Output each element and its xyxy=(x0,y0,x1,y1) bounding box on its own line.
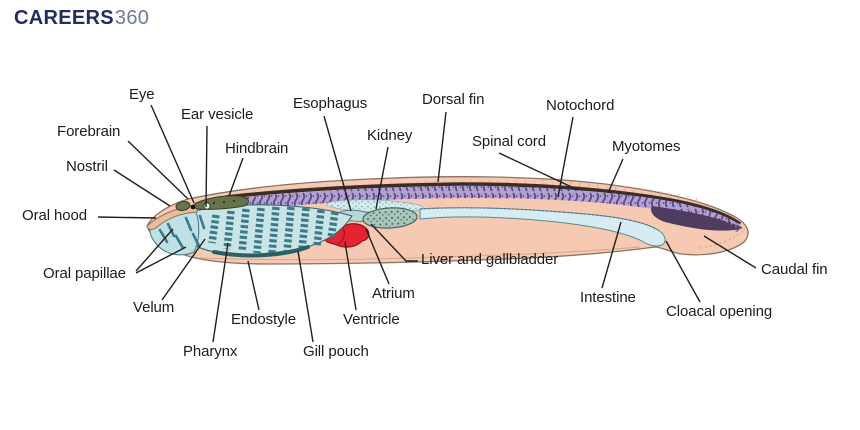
label-intestine: Intestine xyxy=(580,289,636,306)
label-ventricle: Ventricle xyxy=(343,311,400,328)
label-atrium: Atrium xyxy=(372,285,415,302)
label-oral-hood: Oral hood xyxy=(22,207,87,224)
logo-text-360: 360 xyxy=(114,7,150,29)
label-pharynx: Pharynx xyxy=(183,343,238,360)
label-kidney: Kidney xyxy=(367,127,413,144)
label-gill-pouch: Gill pouch xyxy=(303,343,369,360)
label-eye: Eye xyxy=(129,86,155,103)
label-velum: Velum xyxy=(133,299,175,316)
label-caudal-fin: Caudal fin xyxy=(761,261,828,278)
label-myotomes: Myotomes xyxy=(612,138,681,155)
label-notochord: Notochord xyxy=(546,97,615,114)
label-spinal-cord: Spinal cord xyxy=(472,133,546,150)
label-nostril: Nostril xyxy=(66,158,108,175)
label-ear-vesicle: Ear vesicle xyxy=(181,106,254,123)
label-forebrain: Forebrain xyxy=(57,123,121,140)
label-esophagus: Esophagus xyxy=(293,95,368,112)
label-hindbrain: Hindbrain xyxy=(225,140,289,157)
label-cloacal-opening: Cloacal opening xyxy=(666,303,773,320)
logo-text-careers: CAREERS xyxy=(14,7,114,29)
label-liver: Liver and gallbladder xyxy=(421,251,559,268)
label-endostyle: Endostyle xyxy=(231,311,296,328)
label-dorsal-fin: Dorsal fin xyxy=(422,91,485,108)
careers360-logo: CAREERS360 xyxy=(14,7,149,30)
label-oral-papillae: Oral papillae xyxy=(43,265,126,282)
